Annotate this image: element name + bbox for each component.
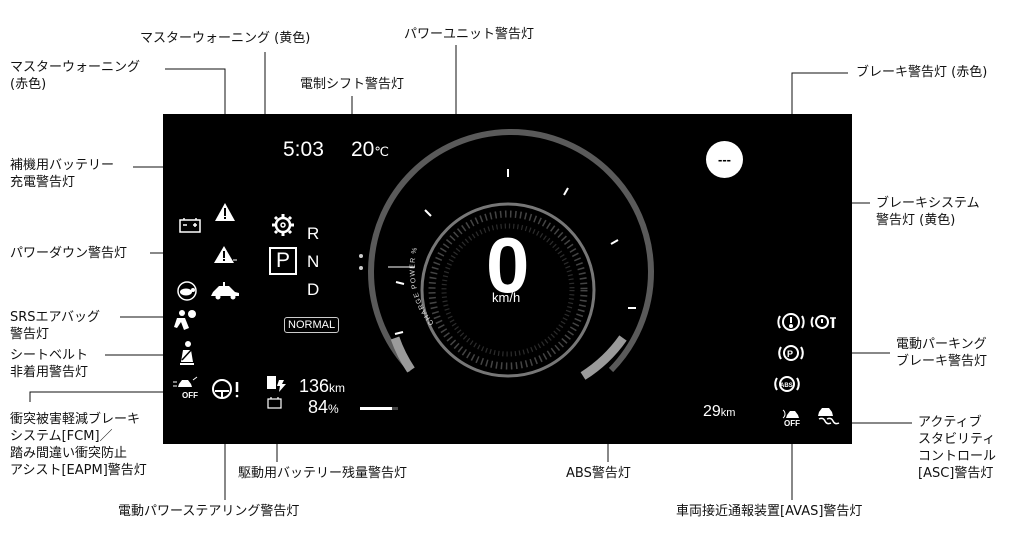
leader-fcm [29,391,170,402]
label-drive-battery: 駆動用バッテリー残量警告灯 [238,466,408,481]
fcm-off-text: OFF [182,391,198,400]
gear-dot-upper [359,254,363,258]
battery-bar [360,407,398,410]
label-master-warning-yellow: マスターウォーニング (黄色) [140,31,311,46]
gauge-inner-dots [428,210,588,370]
gauge-power-zone [580,335,627,380]
instrument-cluster: CHARGE POWER % 5:03 20℃ 0 km/h P R N D N… [163,114,852,444]
speed-value: 0 [486,221,530,309]
gear-p: P [269,247,297,275]
power-gauge: CHARGE POWER % [368,129,654,380]
label-abs: ABS警告灯 [566,466,631,481]
trip-readout: 29km [703,403,736,420]
power-unit-icon [211,282,239,300]
drive-mode-badge: NORMAL [284,317,340,333]
label-aux-battery: 補機用バッテリー充電警告灯 [10,158,115,190]
gear-dot-lower [359,266,363,270]
srs-airbag-icon [174,310,196,330]
indicator-circle: --- [706,141,743,178]
label-power-unit: パワーユニット警告灯 [404,27,535,42]
asc-icon [818,408,840,425]
battery-bar-fill [360,407,392,410]
battery-readout: 84% [308,397,339,417]
aux-battery-icon [179,218,201,233]
seatbelt-icon [180,341,194,365]
label-master-warning-red: マスターウォーニング(赤色) [10,60,141,92]
label-electric-shift: 電制シフト警告灯 [300,77,405,92]
label-asc: アクティブスタビリティコントロール[ASC]警告灯 [918,415,997,481]
label-eps: 電動パワーステアリング警告灯 [118,504,300,519]
label-seatbelt: シートベルト非着用警告灯 [10,348,89,380]
svg-text:P: P [787,349,793,359]
label-brake-red: ブレーキ警告灯 (赤色) [856,65,988,80]
parking-brake-icon: P [778,345,804,361]
gear-r: R [307,224,320,243]
abs-warning-icon: ABS [774,376,800,392]
master-warning-yellow-icon [214,246,237,263]
master-warning-red-icon [215,203,235,221]
gear-n: N [307,252,320,271]
gauge-charge-zone [390,336,415,373]
brake-system-yellow-icon [810,315,836,329]
speed-unit: km/h [492,290,521,305]
label-fcm: 衝突被害軽減ブレーキシステム[FCM]／踏み間違い衝突防止アシスト[EAPM]警… [10,412,147,478]
svg-text:ABS: ABS [780,383,793,389]
gauge-ticks [394,169,636,335]
label-power-down: パワーダウン警告灯 [10,246,128,261]
avas-off-text: OFF [784,419,800,428]
power-down-icon [177,281,197,301]
drive-battery-icon [267,376,286,409]
gear-d: D [307,280,320,299]
range-readout: 136km [299,376,346,396]
outside-temp: 20℃ [351,138,389,161]
label-srs: SRSエアバッグ警告灯 [10,310,101,342]
label-brake-system: ブレーキシステム警告灯 (黄色) [876,196,980,228]
label-avas: 車両接近通報装置[AVAS]警告灯 [676,504,863,519]
eps-icon [212,379,239,399]
brake-warning-red-icon [777,313,805,331]
avas-off-icon [782,409,799,419]
warning-icons: P ABS [173,203,840,425]
electric-shift-icon [272,214,294,236]
label-parking-brake: 電動パーキングブレーキ警告灯 [896,337,988,369]
fcm-off-icon [173,376,198,387]
clock: 5:03 [283,138,324,161]
